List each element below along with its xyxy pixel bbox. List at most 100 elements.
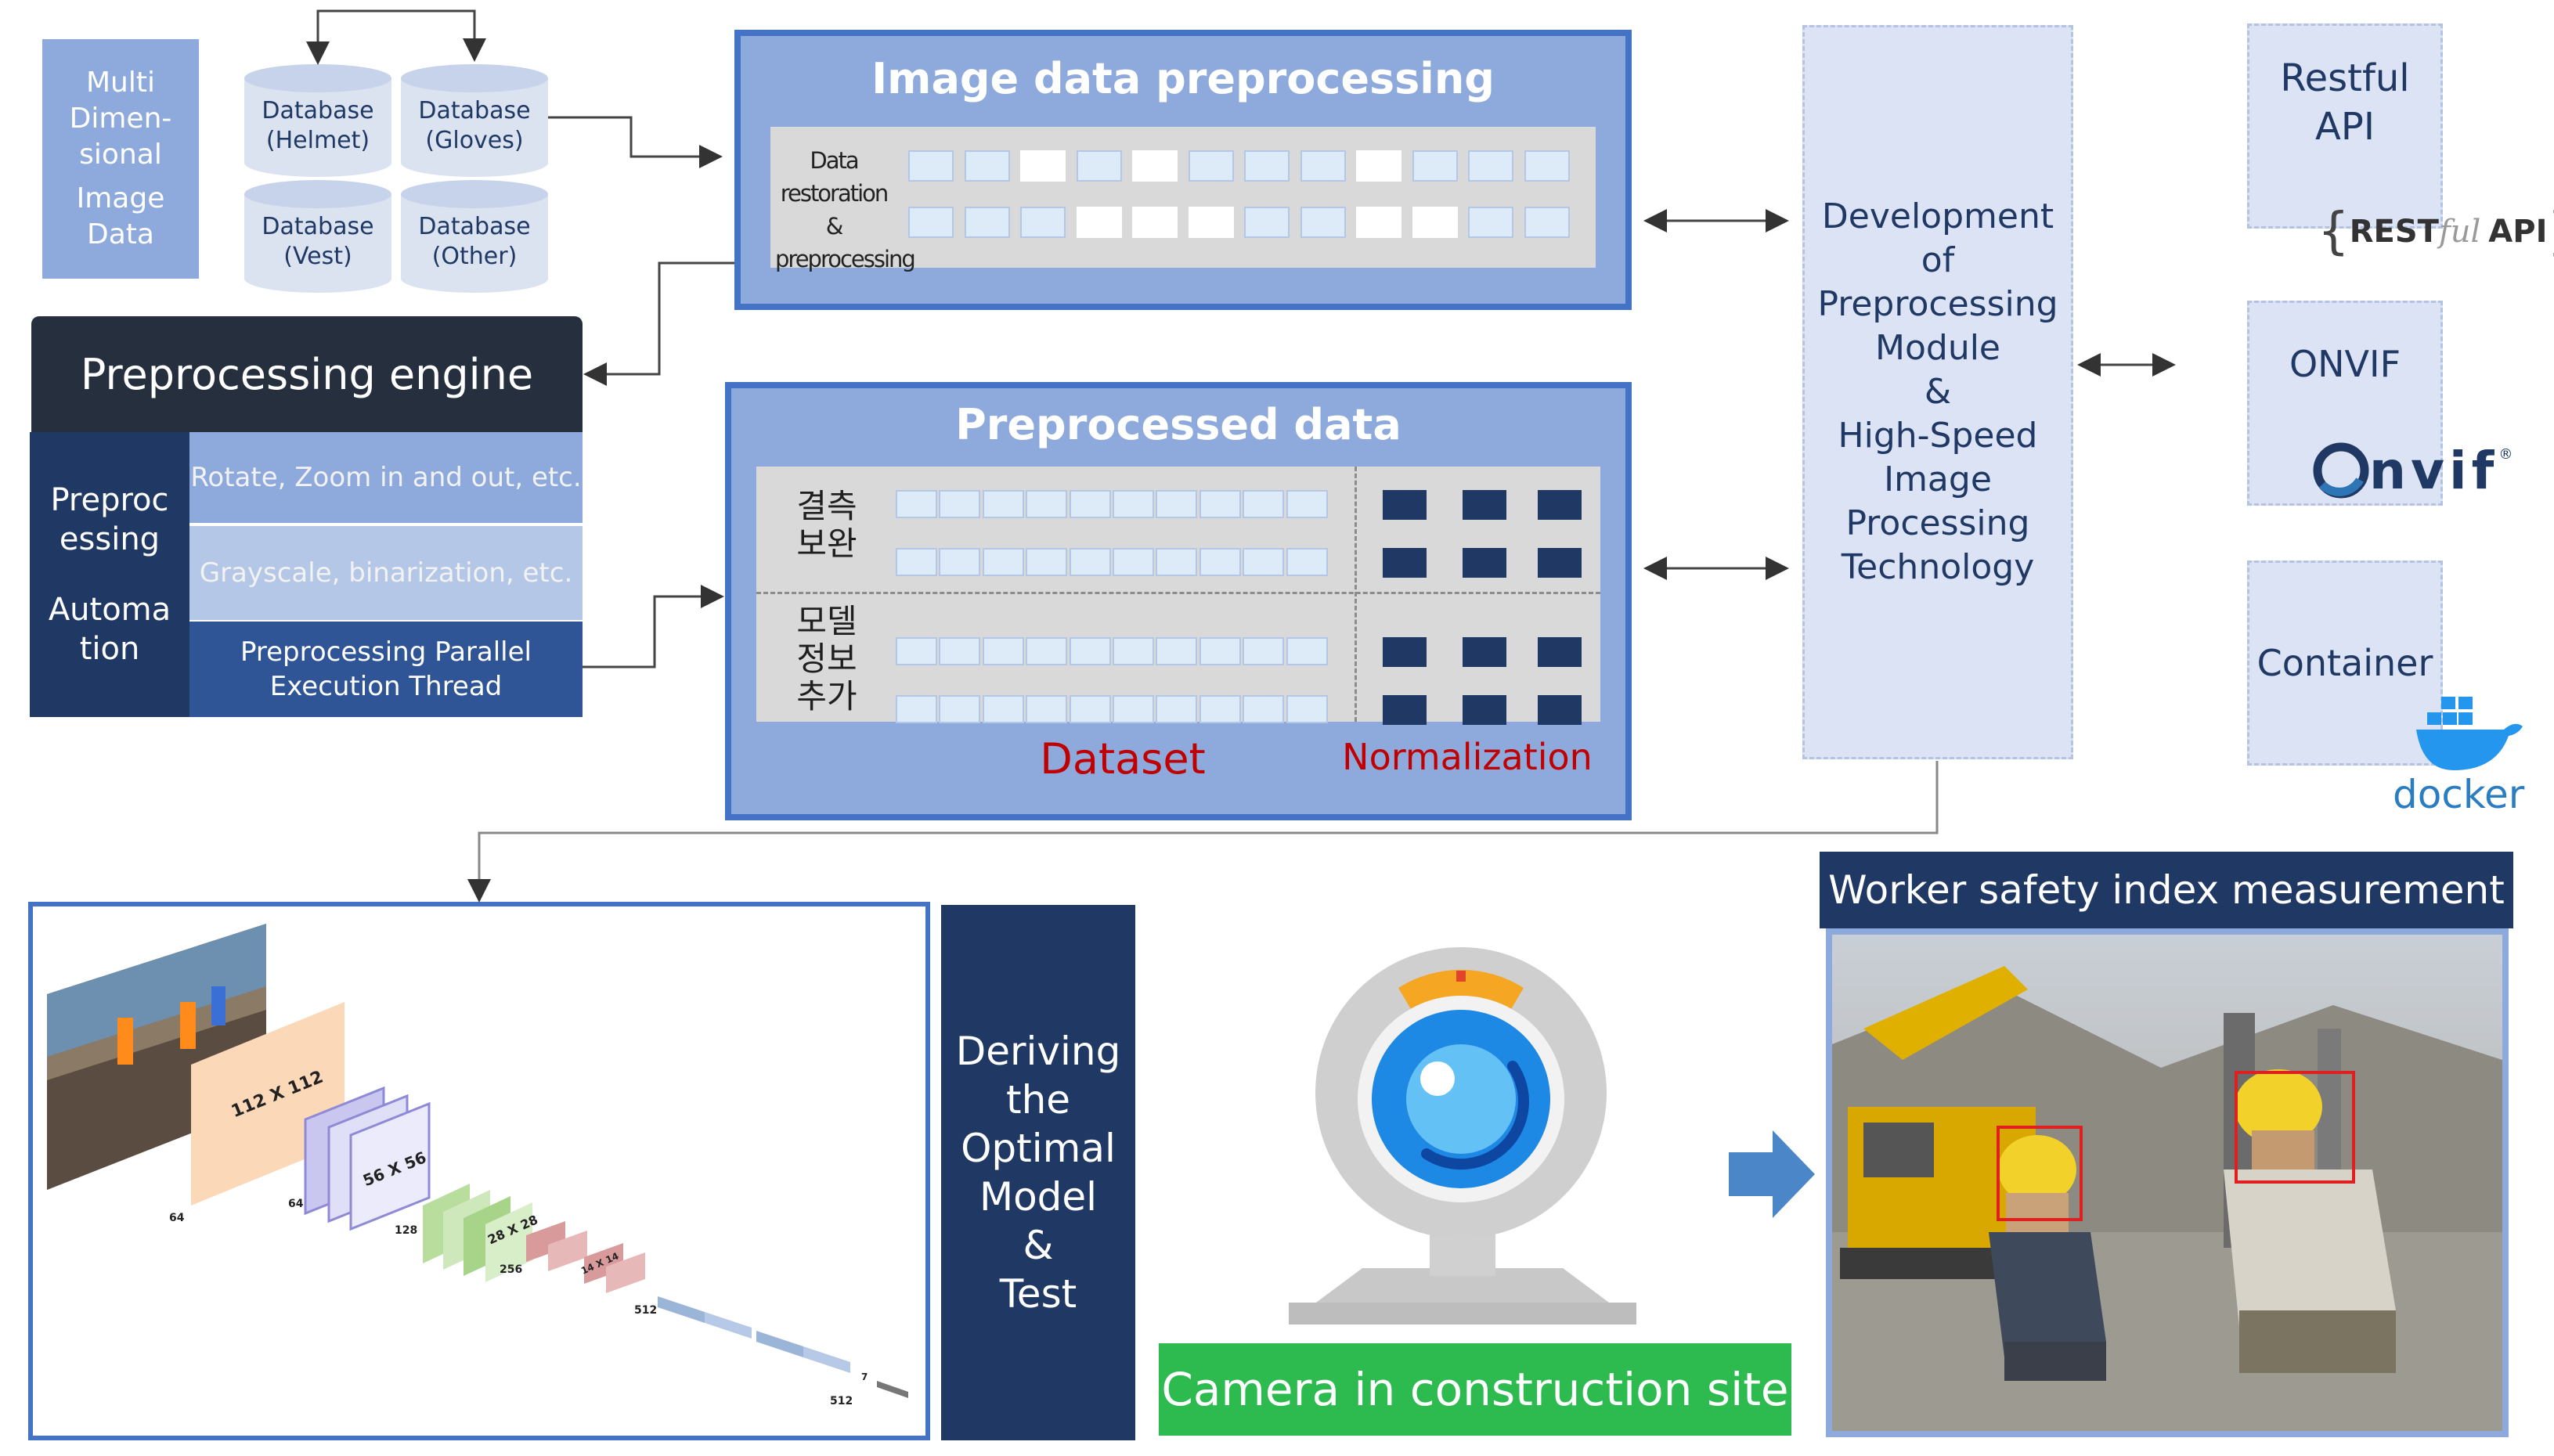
data-cell (1076, 207, 1122, 238)
data-cell (896, 490, 937, 518)
automation-line: essing (59, 521, 161, 557)
normalized-cell (1463, 490, 1506, 520)
data-cell (939, 548, 981, 576)
preprocessed-panel-content: 결측 보완 모델 정보 추가 (756, 467, 1600, 725)
onvif-logo-text: nvif (2369, 440, 2499, 501)
database-other-label: Database (Other) (418, 213, 531, 270)
onvif-o-icon (2313, 442, 2369, 499)
worker-safety-photo-frame (1826, 928, 2509, 1437)
preprocessed-data-panel: Preprocessed data 결측 보완 모델 정보 추가 Dataset… (725, 382, 1632, 820)
data-cell (1286, 637, 1328, 665)
restful-api-logo: { REST ful API } (2318, 202, 2554, 261)
docker-logo-text: docker (2393, 772, 2525, 817)
development-line: Module (1875, 328, 2000, 368)
cnn-channel-label: 64 (169, 1212, 185, 1224)
database-icon (244, 180, 391, 293)
data-cell (1026, 490, 1068, 518)
parallel-line: Execution Thread (269, 671, 503, 702)
normalized-cell (1463, 548, 1506, 578)
cnn-channel-label: 64 (288, 1198, 304, 1210)
multi-dimensional-image-data-box: Multi Dimen- sional Image Data (42, 39, 199, 279)
data-cell (1243, 637, 1285, 665)
data-cell (1244, 207, 1290, 238)
development-line: Development (1821, 196, 2054, 236)
data-cell (1356, 207, 1401, 238)
normalized-cell (1383, 490, 1427, 520)
data-cell (1300, 207, 1346, 238)
worker-left (1989, 1135, 2106, 1381)
data-cell (1069, 490, 1111, 518)
database-vest-label: Database (Vest) (262, 213, 374, 270)
deriving-line: & (1023, 1223, 1054, 1268)
dev-to-cnn-arrow (467, 761, 1939, 903)
database-helmet-label: Database (Helmet) (262, 97, 374, 154)
normalized-cell (1538, 695, 1582, 725)
deriving-line: Deriving (955, 1029, 1121, 1074)
development-line: Processing (1845, 503, 2030, 543)
image-to-engine-arrow (583, 261, 734, 386)
option-rotate-zoom: Rotate, Zoom in and out, etc. (189, 432, 583, 523)
data-cell (1188, 207, 1234, 238)
image-data-preprocessing-panel: Image data preprocessing Data restoratio… (734, 30, 1632, 310)
data-cell (1286, 490, 1328, 518)
restoration-line: Data (810, 147, 859, 174)
data-cell (896, 548, 937, 576)
data-cell (1356, 150, 1401, 182)
cnn-layer-block-256 (526, 1221, 645, 1293)
worker-right (2224, 1069, 2396, 1373)
multi-data-line: Data (87, 218, 154, 250)
data-cell (1199, 695, 1241, 723)
data-cell (1286, 548, 1328, 576)
data-cell (1412, 207, 1458, 238)
data-cell (1132, 150, 1178, 182)
data-cell (1286, 695, 1328, 723)
restful-api-box: Restful API (2247, 23, 2443, 229)
image-panel-title: Image data preprocessing (871, 53, 1495, 103)
cnn-layer-fc (877, 1381, 908, 1398)
multi-data-line: Image (76, 182, 165, 214)
container-box: Container (2247, 560, 2443, 766)
data-cell (1113, 695, 1154, 723)
data-cell (1524, 207, 1570, 238)
data-cell (1244, 150, 1290, 182)
detection-box-right (2235, 1071, 2355, 1184)
image-cell-row (908, 207, 1582, 241)
development-line: High-Speed (1838, 416, 2038, 456)
development-line: of (1921, 240, 1955, 280)
data-cell (896, 695, 937, 723)
multi-data-line: sional (79, 139, 162, 171)
data-cell (1412, 150, 1458, 182)
data-cell (1300, 150, 1346, 182)
data-cell (1468, 207, 1513, 238)
normalized-cell (1383, 548, 1427, 578)
preprocessing-automation-label: Preproc essing Automa tion (30, 432, 189, 717)
data-cell (1113, 548, 1154, 576)
deriving-line: Test (999, 1271, 1077, 1317)
cnn-channel-label: 512 (634, 1304, 658, 1317)
data-cell (1113, 490, 1154, 518)
brace-close-icon: } (2547, 203, 2554, 261)
dataset-label: Dataset (1040, 733, 1206, 784)
cnn-dim-label: 7 (861, 1371, 868, 1382)
restful-line: Restful (2280, 56, 2410, 100)
normalized-cell (1383, 695, 1427, 725)
column-divider (1355, 467, 1357, 722)
onvif-logo: nvif ® (2311, 435, 2546, 506)
cnn-layer-block-512 (658, 1296, 850, 1373)
option-parallel-thread: Preprocessing Parallel Execution Thread (189, 622, 583, 717)
db-bracket-arrow (316, 9, 486, 63)
container-label: Container (2256, 642, 2433, 684)
database-icon (244, 64, 391, 177)
parallel-line: Preprocessing Parallel (240, 636, 532, 668)
db-to-image-arrow (548, 116, 723, 168)
database-icon (401, 180, 548, 293)
ful-logo-text: ful (2438, 214, 2481, 250)
data-cell (1156, 695, 1198, 723)
data-cell (1026, 548, 1068, 576)
data-cell (1026, 637, 1068, 665)
data-cell (1243, 548, 1285, 576)
